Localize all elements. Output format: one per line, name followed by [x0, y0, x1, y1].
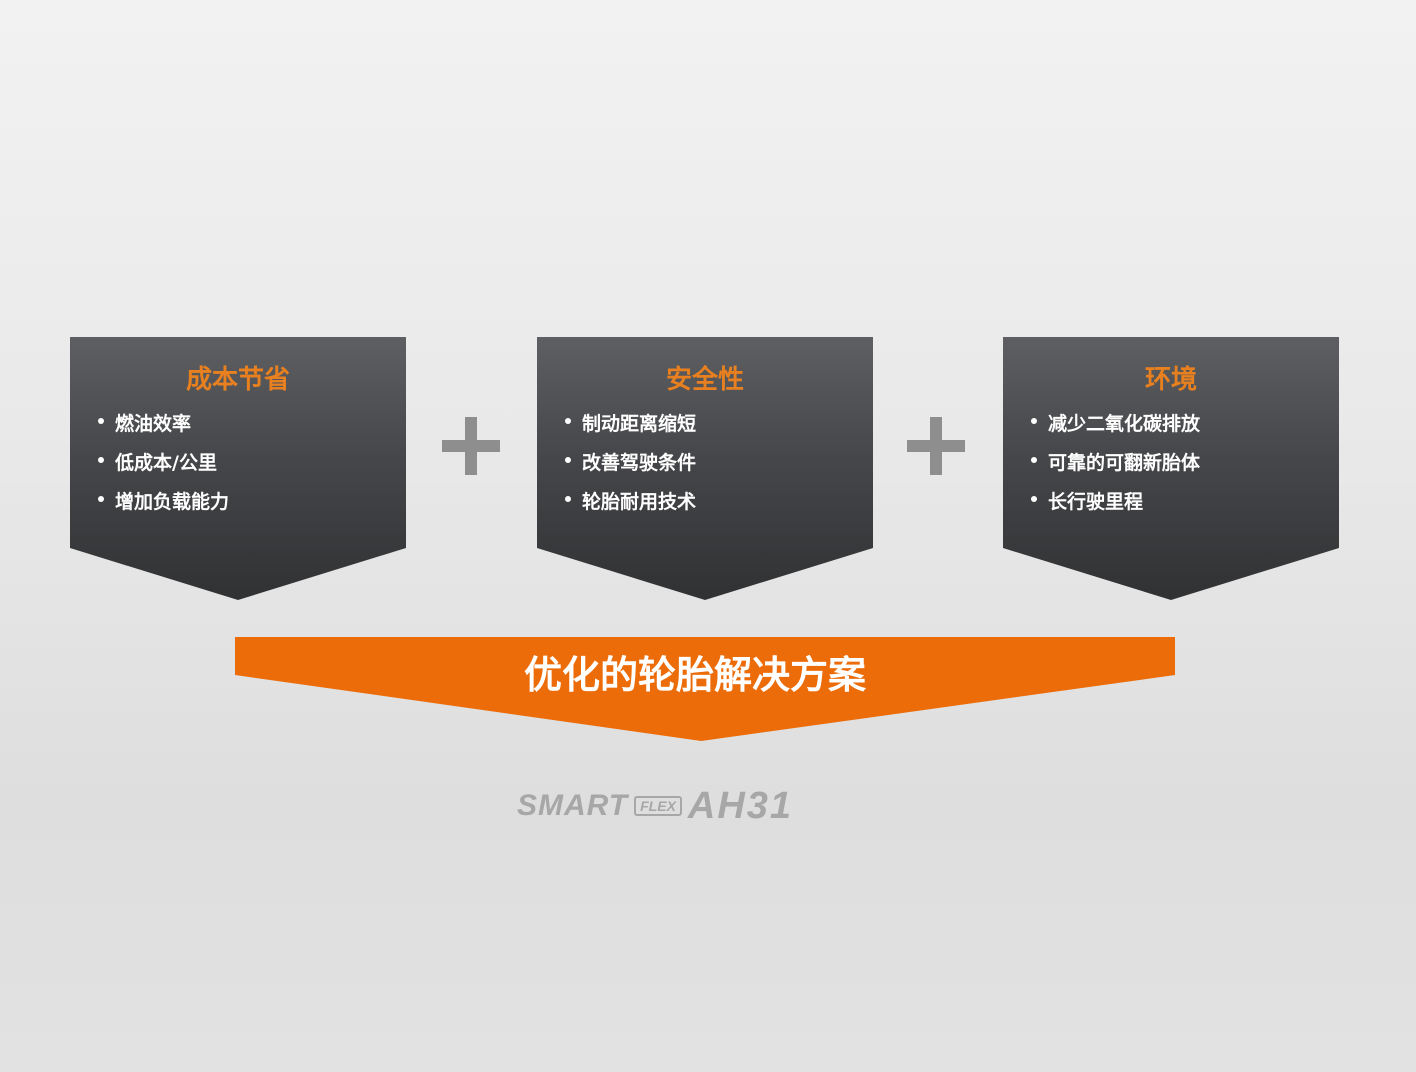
logo-flex: FLEX: [634, 796, 682, 816]
list-item: 燃油效率: [98, 409, 229, 448]
banner-text: 优化的轮胎解决方案: [523, 653, 866, 697]
list-item: 增加负载能力: [98, 487, 229, 526]
bullet-icon: [565, 457, 571, 463]
card-list: 制动距离缩短 改善驾驶条件 轮胎耐用技术: [565, 409, 696, 526]
card-title: 安全性: [665, 365, 744, 395]
list-item: 改善驾驶条件: [565, 448, 696, 487]
list-item-text: 燃油效率: [115, 413, 192, 435]
bullet-icon: [98, 496, 104, 502]
bullet-icon: [98, 418, 104, 424]
plus-icon: [442, 417, 500, 475]
logo-model: AH31: [687, 784, 794, 827]
card-title: 环境: [1144, 365, 1197, 395]
list-item: 可靠的可翻新胎体: [1031, 448, 1200, 487]
bullet-icon: [1031, 418, 1037, 424]
card-list: 燃油效率 低成本/公里 增加负载能力: [98, 409, 229, 526]
bullet-icon: [98, 457, 104, 463]
list-item: 长行驶里程: [1031, 487, 1200, 526]
card-title: 成本节省: [185, 365, 290, 395]
list-item-text: 制动距离缩短: [582, 413, 697, 435]
list-item-text: 增加负载能力: [115, 491, 230, 513]
product-logo: SMART FLEX AH31: [517, 784, 879, 827]
list-item: 轮胎耐用技术: [565, 487, 696, 526]
logo-smart: SMART: [517, 789, 629, 822]
plus-icon: [907, 417, 965, 475]
card-cost-savings: 成本节省 燃油效率 低成本/公里 增加负载能力: [70, 337, 406, 600]
bullet-icon: [565, 418, 571, 424]
list-item-text: 轮胎耐用技术: [582, 491, 697, 513]
list-item: 低成本/公里: [98, 448, 229, 487]
list-item: 减少二氧化碳排放: [1031, 409, 1200, 448]
list-item-text: 减少二氧化碳排放: [1048, 413, 1201, 435]
list-item: 制动距离缩短: [565, 409, 696, 448]
bullet-icon: [1031, 457, 1037, 463]
bullet-icon: [1031, 496, 1037, 502]
list-item-text: 长行驶里程: [1048, 491, 1144, 513]
list-item-text: 低成本/公里: [115, 452, 217, 474]
bullet-icon: [565, 496, 571, 502]
card-list: 减少二氧化碳排放 可靠的可翻新胎体 长行驶里程: [1031, 409, 1200, 526]
list-item-text: 改善驾驶条件: [582, 452, 697, 474]
solution-banner: 优化的轮胎解决方案: [235, 637, 1175, 741]
card-environment: 环境 减少二氧化碳排放 可靠的可翻新胎体 长行驶里程: [1003, 337, 1339, 600]
list-item-text: 可靠的可翻新胎体: [1048, 452, 1201, 474]
card-safety: 安全性 制动距离缩短 改善驾驶条件 轮胎耐用技术: [537, 337, 873, 600]
